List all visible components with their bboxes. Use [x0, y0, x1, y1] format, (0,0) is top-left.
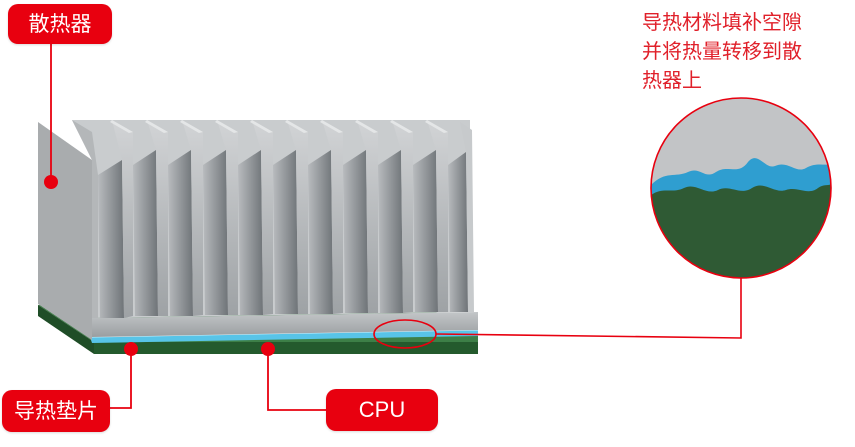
leader-heatsink: [44, 42, 58, 189]
leader-cpu: [261, 342, 326, 411]
thermal-pad-label: 导热垫片: [2, 390, 110, 432]
zoom-circle: [650, 97, 832, 279]
explanation-note: 导热材料填补空隙 并将热量转移到散 热器上: [642, 10, 802, 92]
heatsink-label: 散热器: [8, 4, 112, 44]
heatsink-body: [38, 120, 478, 340]
zoom-connector-line: [435, 278, 742, 339]
fin-slots: [98, 150, 468, 318]
leader-thermal-pad: [108, 342, 138, 409]
cpu-surface-zoom: [651, 184, 831, 278]
cpu-label: CPU: [326, 389, 438, 431]
fins: [72, 120, 474, 318]
